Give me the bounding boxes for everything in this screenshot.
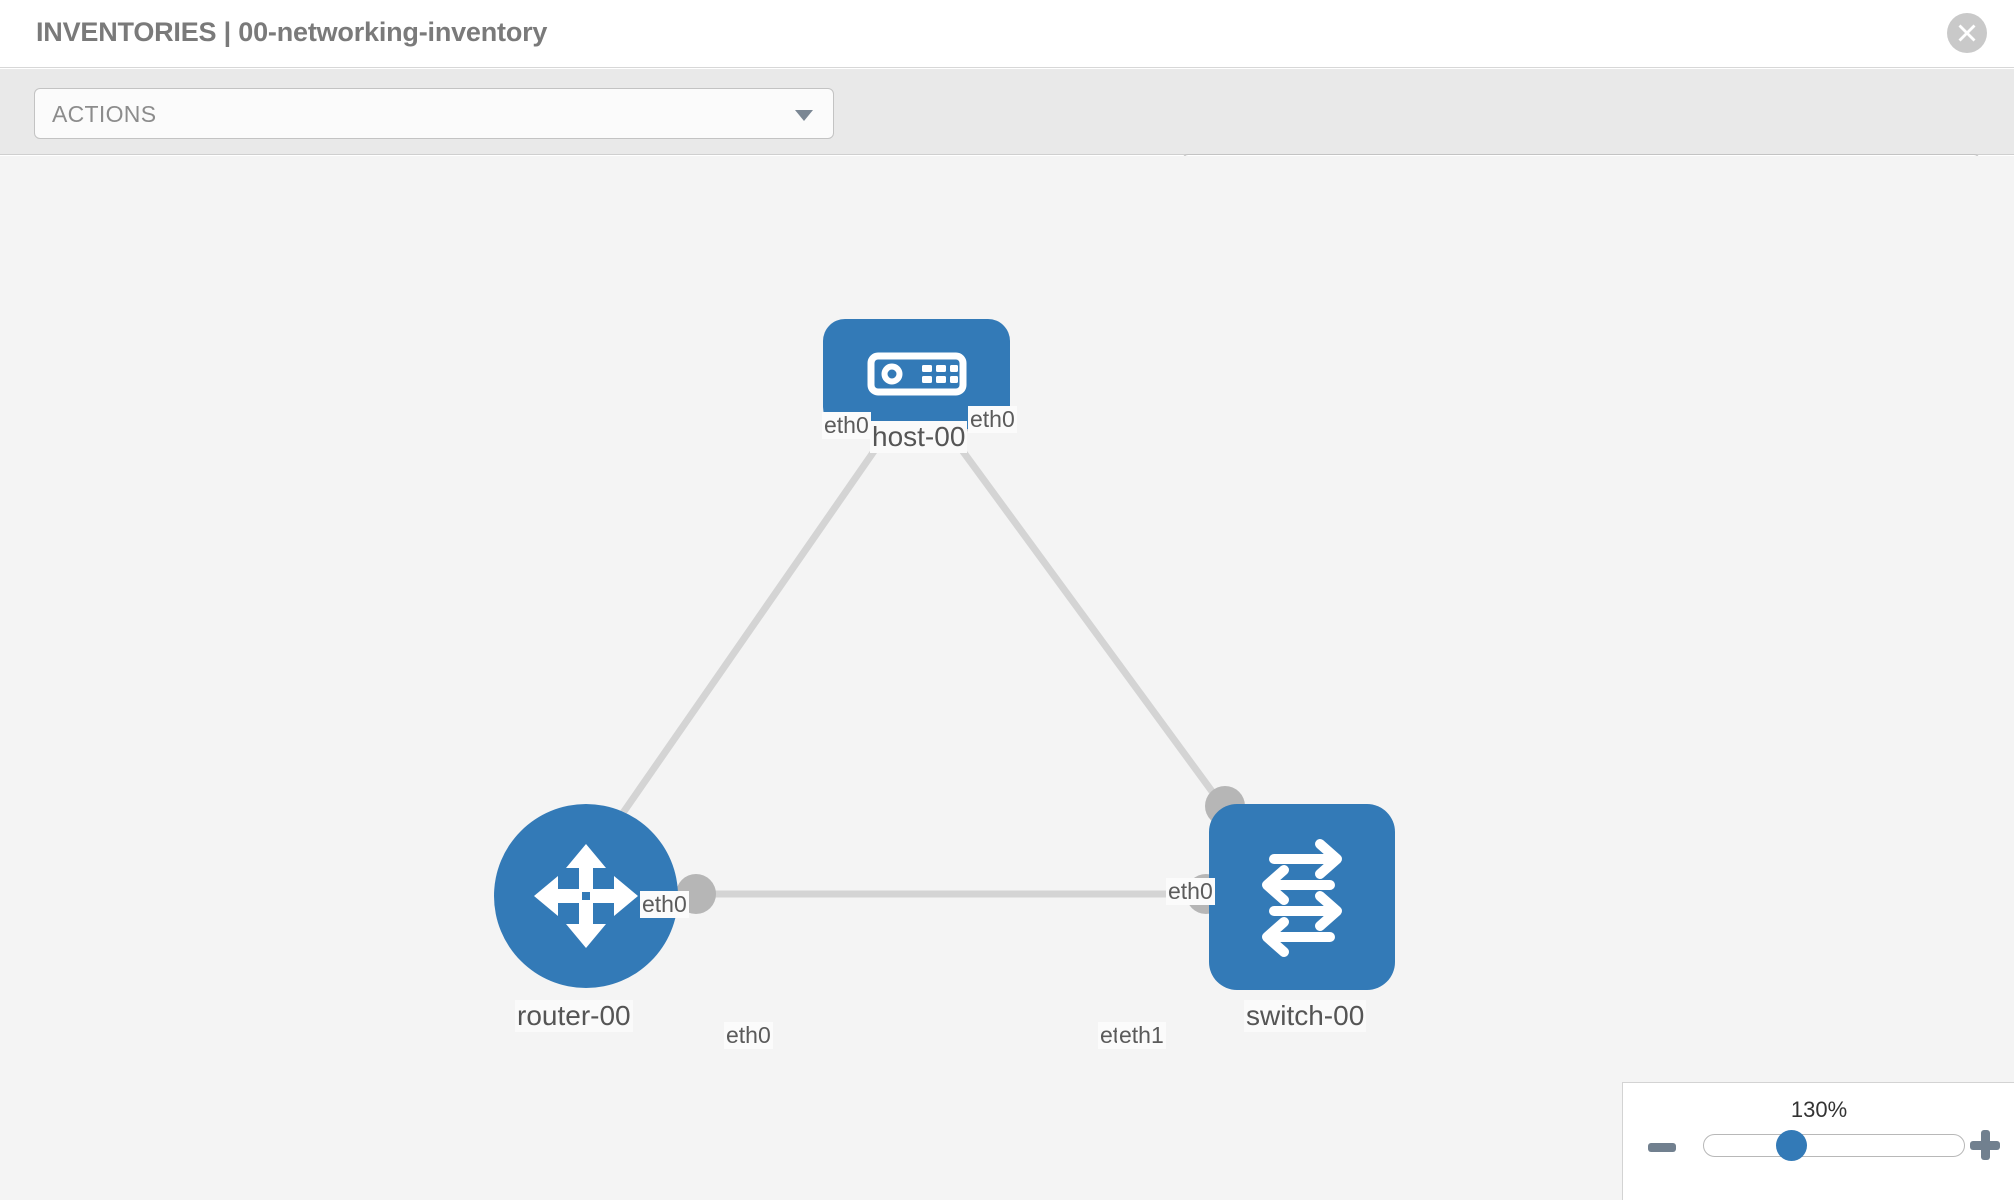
node-switch-00-shape[interactable] (1209, 804, 1395, 990)
edge-label-router-upper: eth0 (640, 891, 689, 918)
toolbar: ACTIONS SEARCH (0, 69, 2014, 206)
edge-label-router-right: eth0 (724, 1022, 773, 1049)
node-router-00-label: router-00 (515, 1000, 633, 1032)
actions-dropdown-label: ACTIONS (52, 101, 157, 127)
server-icon (867, 352, 966, 396)
close-icon[interactable] (1947, 13, 1987, 53)
zoom-in-button[interactable] (1970, 1130, 2000, 1160)
page-title: INVENTORIES | 00-networking-inventory (36, 17, 548, 47)
page-header: INVENTORIES | 00-networking-inventory (0, 0, 2014, 68)
edge-label-switch-upper: eth0 (1166, 878, 1215, 905)
chevron-down-icon (795, 110, 813, 121)
actions-dropdown[interactable]: ACTIONS (34, 88, 834, 139)
router-arrows-icon (534, 844, 638, 948)
zoom-slider-thumb[interactable] (1776, 1130, 1807, 1161)
zoom-slider-track[interactable] (1703, 1134, 1965, 1157)
edge-label-host-left: eth0 (822, 412, 871, 439)
node-host-00-label: host-00 (870, 421, 968, 453)
switch-arrows-icon (1262, 839, 1342, 957)
zoom-out-button[interactable] (1648, 1143, 1676, 1152)
edge-host-router (596, 427, 892, 850)
edge-host-switch (944, 427, 1256, 850)
node-switch-00-label: switch-00 (1244, 1000, 1367, 1032)
topology-edges (596, 427, 1256, 898)
edge-label-switch-left-front: eth1 (1117, 1022, 1166, 1049)
zoom-level-value: 130% (1790, 1097, 1848, 1122)
edge-label-host-right: eth0 (968, 406, 1017, 433)
topology-canvas[interactable]: host-00 router-00 (0, 156, 2014, 1200)
zoom-control: 130% (1622, 1082, 2014, 1200)
